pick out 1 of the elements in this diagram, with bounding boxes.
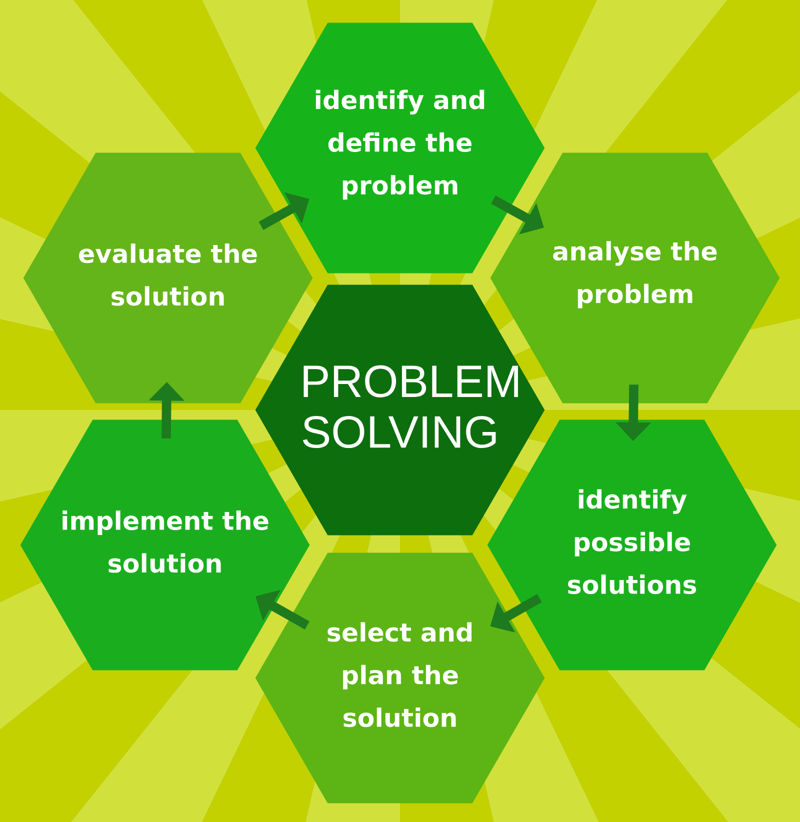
step-hexagon: select and plan the solution: [255, 552, 545, 804]
